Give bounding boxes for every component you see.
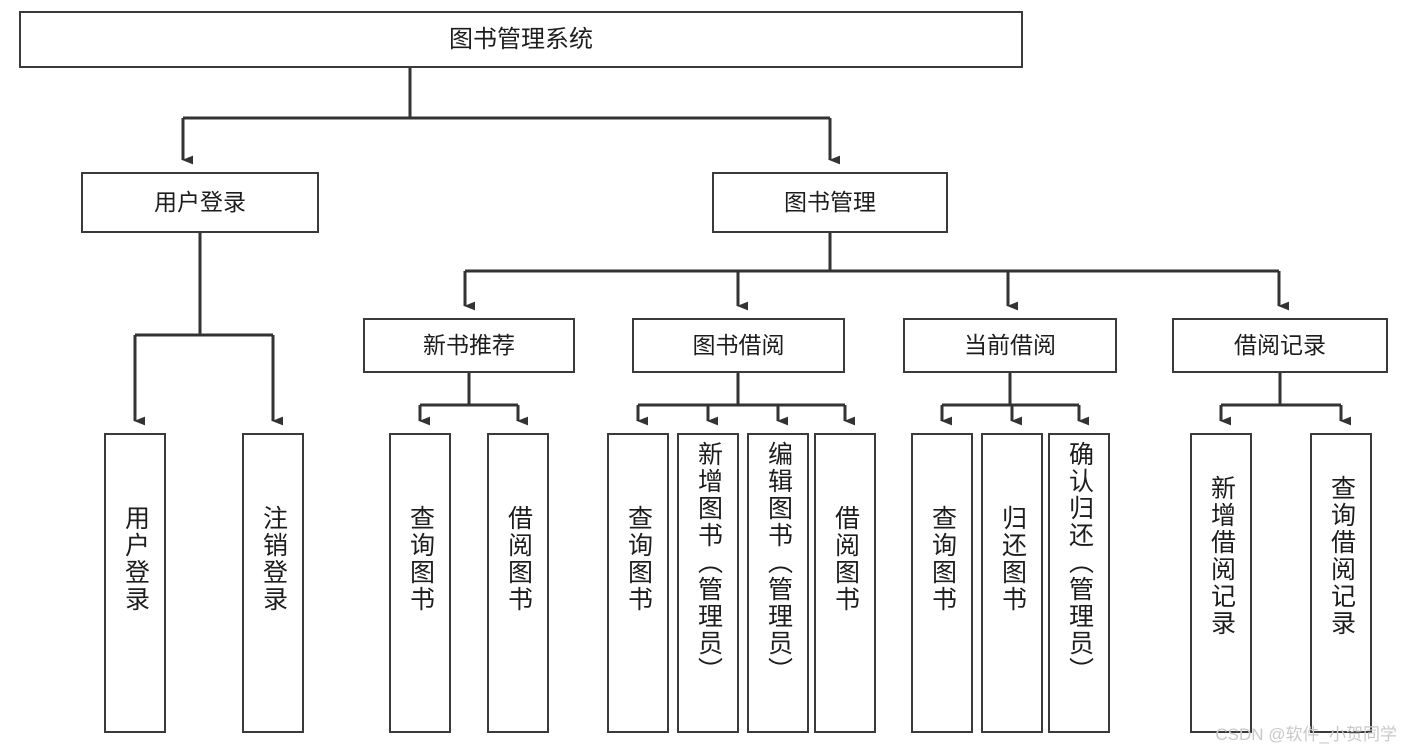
node-leaf-edit-book-label: 编辑图书（管理员） <box>764 441 793 684</box>
edge-group-borrow-record <box>1219 373 1351 426</box>
node-leaf-add-record-label: 新增借阅记录 <box>1207 475 1236 637</box>
node-leaf-query-book-borrow-label: 查询图书 <box>624 505 653 613</box>
node-new-book-rec[interactable]: 新书推荐 <box>363 318 575 373</box>
node-book-borrow-label: 图书借阅 <box>692 332 785 359</box>
node-book-manage[interactable]: 图书管理 <box>712 172 948 233</box>
node-leaf-confirm-return[interactable]: 确认归还（管理员） <box>1048 433 1110 733</box>
node-leaf-return-book[interactable]: 归还图书 <box>981 433 1043 733</box>
node-leaf-edit-book[interactable]: 编辑图书（管理员） <box>747 433 809 733</box>
node-new-book-rec-label: 新书推荐 <box>423 332 515 359</box>
node-leaf-query-book-rec-label: 查询图书 <box>406 505 435 613</box>
node-borrow-record-label: 借阅记录 <box>1234 332 1326 359</box>
node-current-borrow[interactable]: 当前借阅 <box>903 318 1117 373</box>
node-leaf-user-login-label: 用户登录 <box>121 505 150 613</box>
node-leaf-query-record[interactable]: 查询借阅记录 <box>1310 433 1372 733</box>
node-leaf-user-logout[interactable]: 注销登录 <box>242 433 304 733</box>
node-leaf-query-book-borrow[interactable]: 查询图书 <box>607 433 669 733</box>
edge-group-root <box>181 68 840 165</box>
node-root-label: 图书管理系统 <box>449 25 593 53</box>
node-user-login-label: 用户登录 <box>154 189 246 216</box>
node-leaf-query-book-cur-label: 查询图书 <box>928 505 957 613</box>
node-borrow-record[interactable]: 借阅记录 <box>1172 318 1388 373</box>
node-current-borrow-label: 当前借阅 <box>964 332 1056 359</box>
node-leaf-add-book-label: 新增图书（管理员） <box>694 441 723 684</box>
edge-group-current-borrow <box>940 373 1089 426</box>
node-leaf-return-book-label: 归还图书 <box>998 505 1027 613</box>
node-leaf-borrow-book[interactable]: 借阅图书 <box>814 433 876 733</box>
node-leaf-query-book-rec[interactable]: 查询图书 <box>389 433 451 733</box>
node-user-login[interactable]: 用户登录 <box>81 172 319 233</box>
edge-group-book-borrow <box>636 373 855 426</box>
node-leaf-confirm-return-label: 确认归还（管理员） <box>1065 441 1094 684</box>
node-book-manage-label: 图书管理 <box>784 189 876 216</box>
node-leaf-query-book-cur[interactable]: 查询图书 <box>911 433 973 733</box>
node-leaf-borrow-book-rec[interactable]: 借阅图书 <box>487 433 549 733</box>
node-leaf-borrow-book-rec-label: 借阅图书 <box>504 505 533 613</box>
node-leaf-user-logout-label: 注销登录 <box>259 505 288 613</box>
node-leaf-user-login[interactable]: 用户登录 <box>104 433 166 733</box>
node-leaf-borrow-book-label: 借阅图书 <box>831 505 860 613</box>
edge-group-new-book-rec <box>418 373 528 426</box>
edge-group-user-login <box>133 233 283 426</box>
node-root[interactable]: 图书管理系统 <box>19 11 1023 68</box>
node-leaf-query-record-label: 查询借阅记录 <box>1327 475 1356 637</box>
edge-group-book-manage <box>463 233 1289 311</box>
node-leaf-add-record[interactable]: 新增借阅记录 <box>1190 433 1252 733</box>
node-leaf-add-book[interactable]: 新增图书（管理员） <box>677 433 739 733</box>
node-book-borrow[interactable]: 图书借阅 <box>632 318 845 373</box>
